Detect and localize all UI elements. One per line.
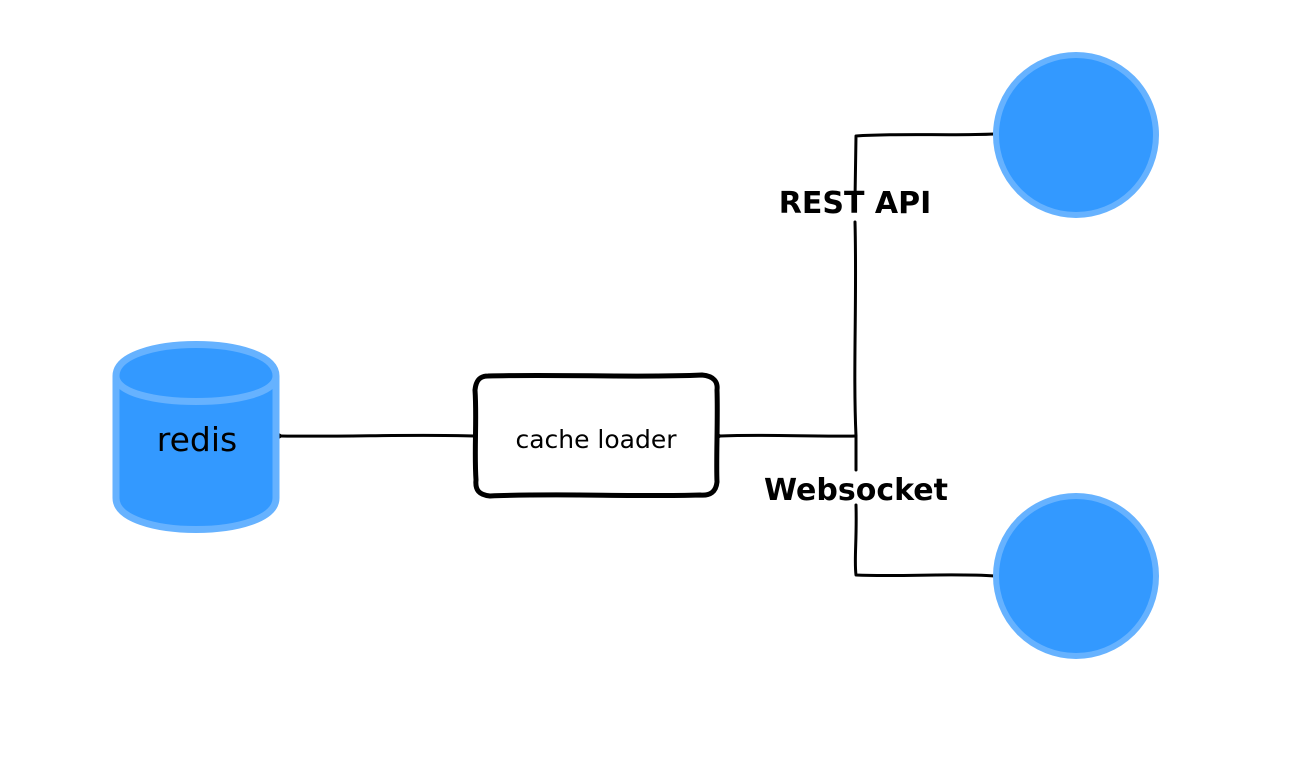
redis-label: redis xyxy=(157,420,237,459)
cache-loader-box xyxy=(472,372,720,499)
websocket-label: Websocket xyxy=(764,473,948,508)
arrow-to-cache-loader xyxy=(720,435,858,436)
client-node-bottom[interactable] xyxy=(993,493,1159,659)
cylinder-icon xyxy=(112,341,280,533)
rest-api-label: REST API xyxy=(779,186,931,221)
arrow-to-redis xyxy=(281,435,476,436)
cylinder-rim xyxy=(112,375,280,405)
client-node-top[interactable] xyxy=(993,52,1159,218)
cache-loader-node[interactable]: cache loader xyxy=(472,372,720,499)
circle-icon xyxy=(993,493,1159,659)
trunk-line-upper xyxy=(853,220,858,438)
cache-loader-label: cache loader xyxy=(515,425,677,454)
circle-icon xyxy=(993,52,1159,218)
trunk-line-lower xyxy=(853,434,997,578)
rest-api-connector xyxy=(853,132,997,202)
redis-node[interactable]: redis xyxy=(112,341,280,533)
connector-lines xyxy=(853,132,997,578)
